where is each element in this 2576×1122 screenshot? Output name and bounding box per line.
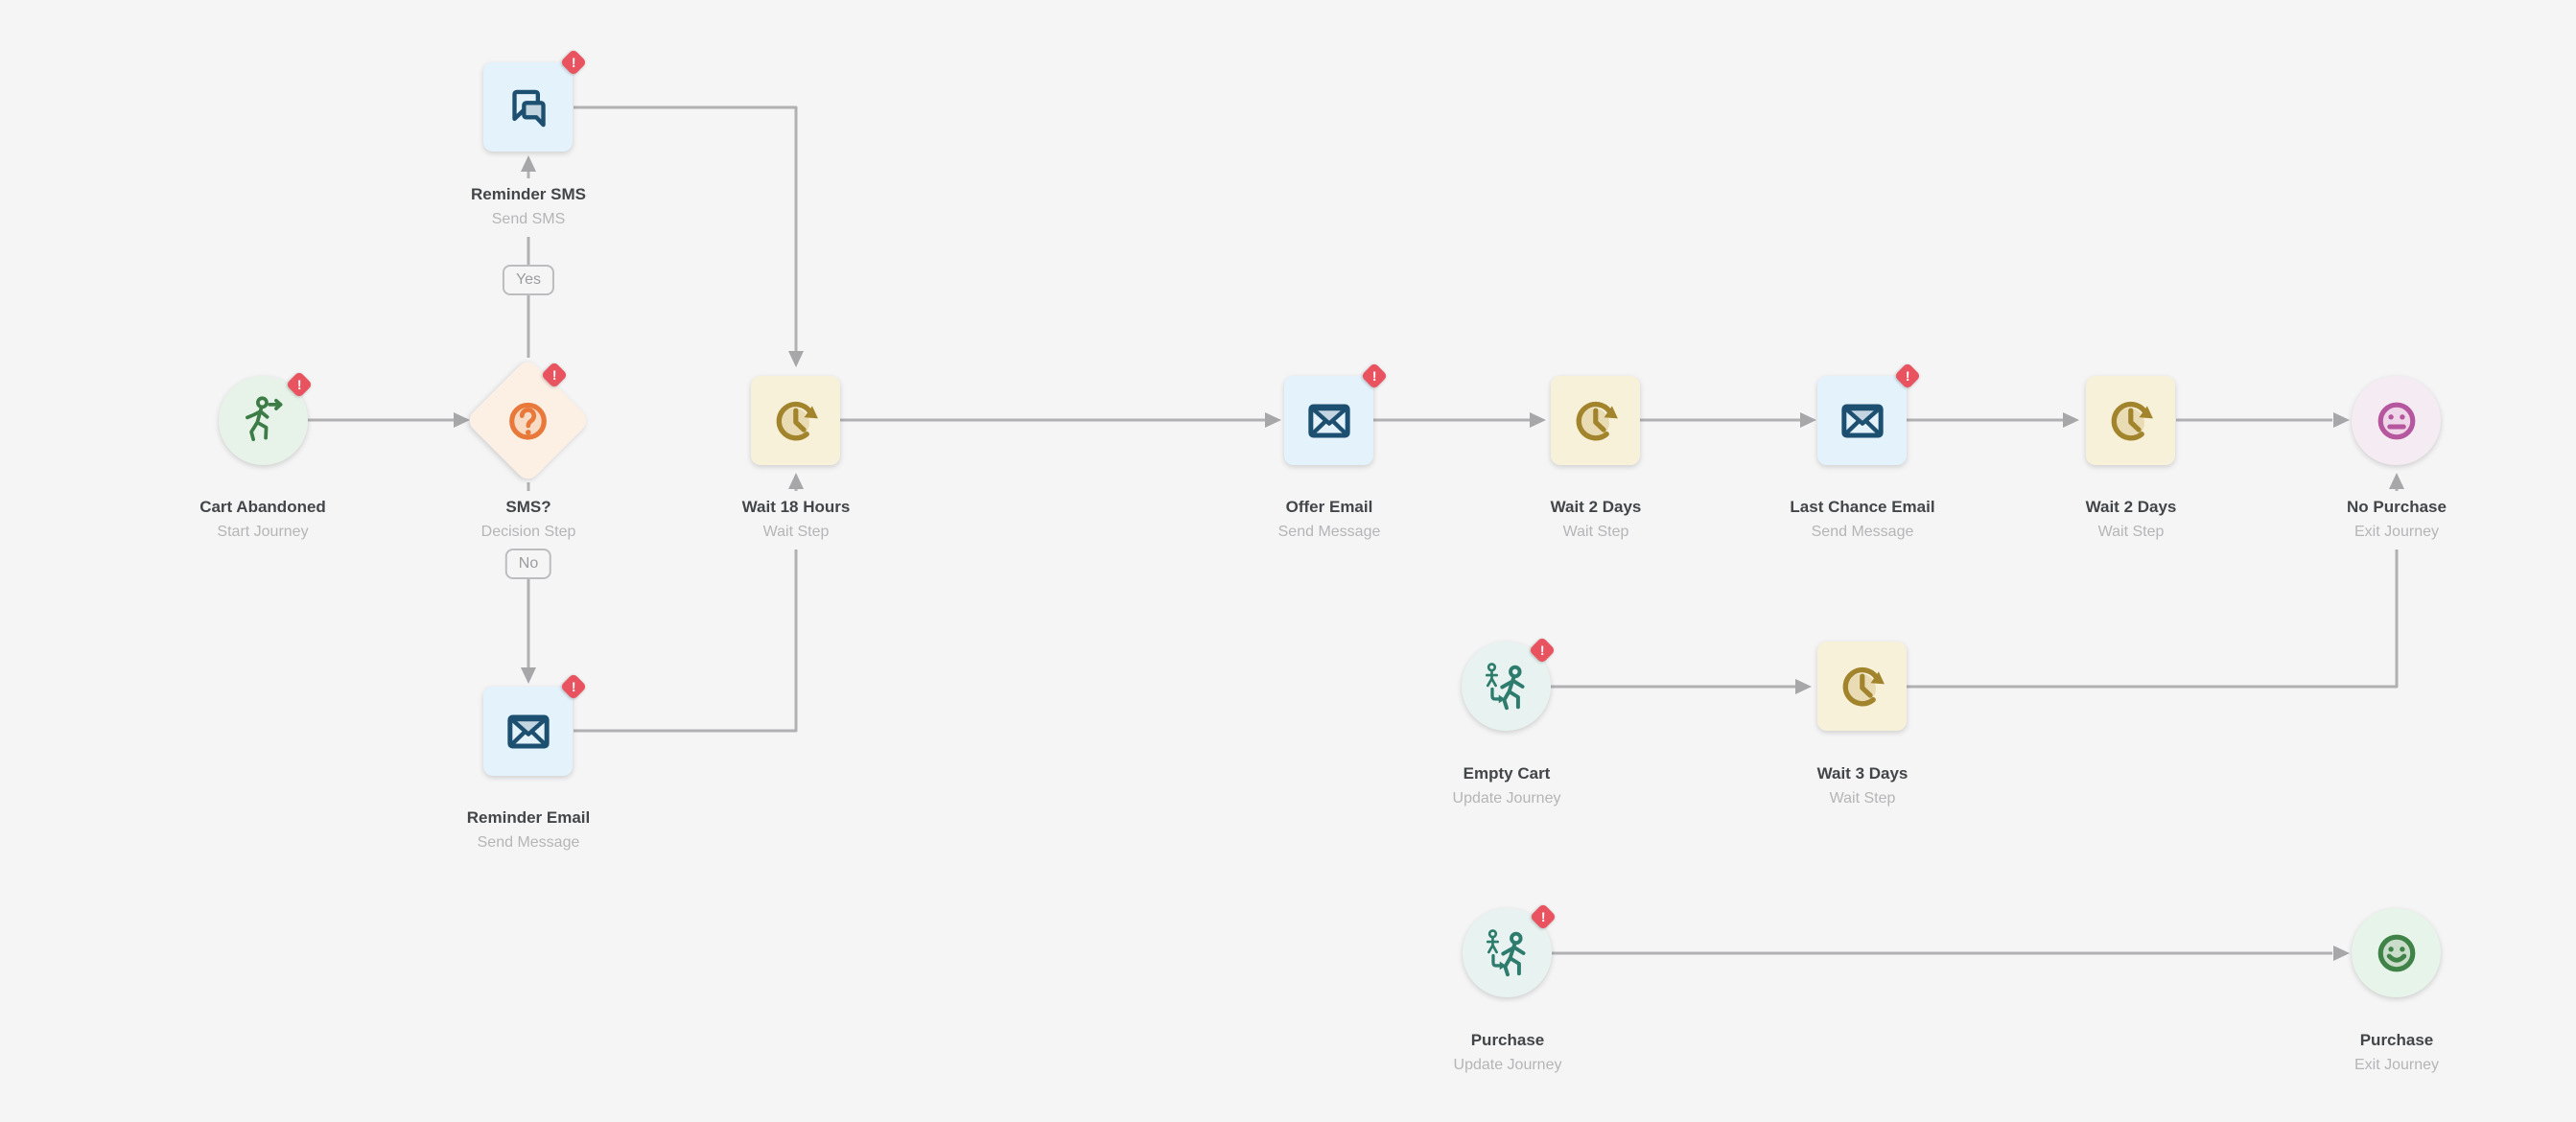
node-empty-cart[interactable]: ! [1462, 636, 1557, 731]
node-title: Wait 3 Days [1816, 764, 1909, 783]
node-title: Purchase [2359, 1031, 2434, 1049]
label-empty-cart: Empty Cart Update Journey [1382, 758, 1631, 816]
node-subtitle: Decision Step [480, 524, 576, 540]
node-subtitle: Send Message [1277, 524, 1381, 540]
label-wait-3-days: Wait 3 Days Wait Step [1738, 758, 1987, 816]
neutral-face-icon [2369, 393, 2424, 449]
node-subtitle: Start Journey [217, 524, 309, 540]
label-wait-18-hours: Wait 18 Hours Wait Step [671, 491, 921, 549]
edge-empty-cart-wait-3-days [1551, 679, 1812, 694]
edge-label-yes-text: Yes [515, 271, 542, 288]
label-reminder-email: Reminder Email Send Message [404, 802, 653, 860]
edge-label-no: No [504, 549, 552, 579]
node-title: Reminder SMS [471, 185, 586, 203]
exit-journey-shape [2352, 376, 2441, 465]
node-subtitle: Send Message [1811, 524, 1914, 540]
edge-wait-18-hours-offer-email [840, 412, 1281, 428]
label-wait-2-days-1: Wait 2 Days Wait Step [1471, 491, 1721, 549]
node-sms-decision[interactable]: ! [464, 357, 592, 484]
node-title: Wait 2 Days [2085, 498, 2177, 516]
node-wait-2-days-1[interactable] [1551, 376, 1640, 465]
clock-history-icon [1835, 659, 1890, 714]
node-title: Empty Cart [1463, 764, 1551, 783]
walking-person-arrow-icon [236, 393, 292, 449]
node-title: Offer Email [1285, 498, 1373, 516]
node-last-chance-email[interactable]: ! [1817, 362, 1922, 465]
edge-label-yes: Yes [502, 265, 555, 295]
send-message-shape [1284, 376, 1373, 465]
person-update-icon [1479, 659, 1534, 714]
label-offer-email: Offer Email Send Message [1205, 491, 1454, 549]
label-purchase-update: Purchase Update Journey [1383, 1024, 1632, 1083]
exit-journey-shape [2352, 908, 2441, 997]
wait-step-shape [751, 376, 840, 465]
node-reminder-email[interactable]: ! [483, 672, 588, 776]
node-no-purchase[interactable] [2352, 376, 2441, 465]
label-reminder-sms: Reminder SMS Send SMS [404, 178, 653, 237]
node-title: Reminder Email [466, 808, 591, 827]
label-purchase-exit: Purchase Exit Journey [2272, 1024, 2521, 1083]
edge-label-no-text: No [518, 555, 539, 572]
node-subtitle: Send Message [477, 834, 580, 851]
node-subtitle: Exit Journey [2354, 1057, 2440, 1073]
send-message-shape [1817, 376, 1907, 465]
node-purchase-update[interactable]: ! [1463, 902, 1557, 997]
edge-wait-2-days-2-no-purchase [2176, 412, 2350, 428]
node-title: Cart Abandoned [199, 498, 326, 516]
node-subtitle: Update Journey [1452, 790, 1561, 806]
node-subtitle: Exit Journey [2354, 524, 2440, 540]
edge-last-chance-email-wait-2-days-2 [1907, 412, 2079, 428]
edge-purchase-purchase-exit [1552, 946, 2350, 961]
node-wait-2-days-2[interactable] [2086, 376, 2175, 465]
node-wait-3-days[interactable] [1817, 642, 1907, 731]
node-title: No Purchase [2347, 498, 2447, 516]
chat-bubbles-icon [501, 80, 556, 135]
edge-offer-email-wait-2-days [1373, 412, 1546, 428]
node-title: Last Chance Email [1790, 498, 1935, 516]
node-purchase-exit[interactable] [2352, 908, 2441, 997]
node-title: Wait 18 Hours [741, 498, 851, 516]
node-title: Purchase [1470, 1031, 1545, 1049]
node-subtitle: Wait Step [1562, 524, 1629, 540]
label-wait-2-days-2: Wait 2 Days Wait Step [2006, 491, 2256, 549]
edge-wait-2-days-last-chance-email [1640, 412, 1816, 428]
wait-step-shape [1817, 642, 1907, 731]
node-title: Wait 2 Days [1550, 498, 1642, 516]
send-message-shape [483, 687, 573, 776]
decision-shape [464, 357, 592, 484]
node-subtitle: Wait Step [2097, 524, 2165, 540]
node-cart-abandoned[interactable]: ! [219, 370, 314, 465]
node-subtitle: Update Journey [1453, 1057, 1562, 1073]
node-title: SMS? [505, 498, 551, 516]
node-subtitle: Wait Step [1829, 790, 1896, 806]
clock-history-icon [2103, 393, 2159, 449]
clock-history-icon [768, 393, 824, 449]
node-offer-email[interactable]: ! [1284, 362, 1389, 465]
clock-history-icon [1568, 393, 1624, 449]
edge-reminder-sms-wait-18-hours [574, 105, 804, 367]
label-sms-decision: SMS? Decision Step [404, 491, 653, 549]
envelope-icon [1301, 393, 1357, 449]
node-reminder-sms[interactable]: ! [483, 48, 588, 152]
node-subtitle: Wait Step [762, 524, 830, 540]
edge-cart-abandoned-sms [307, 412, 470, 428]
send-sms-shape [483, 62, 573, 152]
person-update-icon [1480, 925, 1535, 981]
question-mark-icon [501, 393, 556, 449]
wait-step-shape [1551, 376, 1640, 465]
node-subtitle: Send SMS [491, 211, 566, 227]
node-wait-18-hours[interactable] [751, 376, 840, 465]
envelope-icon [501, 704, 556, 760]
label-no-purchase: No Purchase Exit Journey [2272, 491, 2521, 549]
smiley-face-icon [2369, 925, 2424, 981]
label-last-chance-email: Last Chance Email Send Message [1738, 491, 1987, 549]
envelope-icon [1835, 393, 1890, 449]
wait-step-shape [2086, 376, 2175, 465]
label-cart-abandoned: Cart Abandoned Start Journey [138, 491, 387, 549]
